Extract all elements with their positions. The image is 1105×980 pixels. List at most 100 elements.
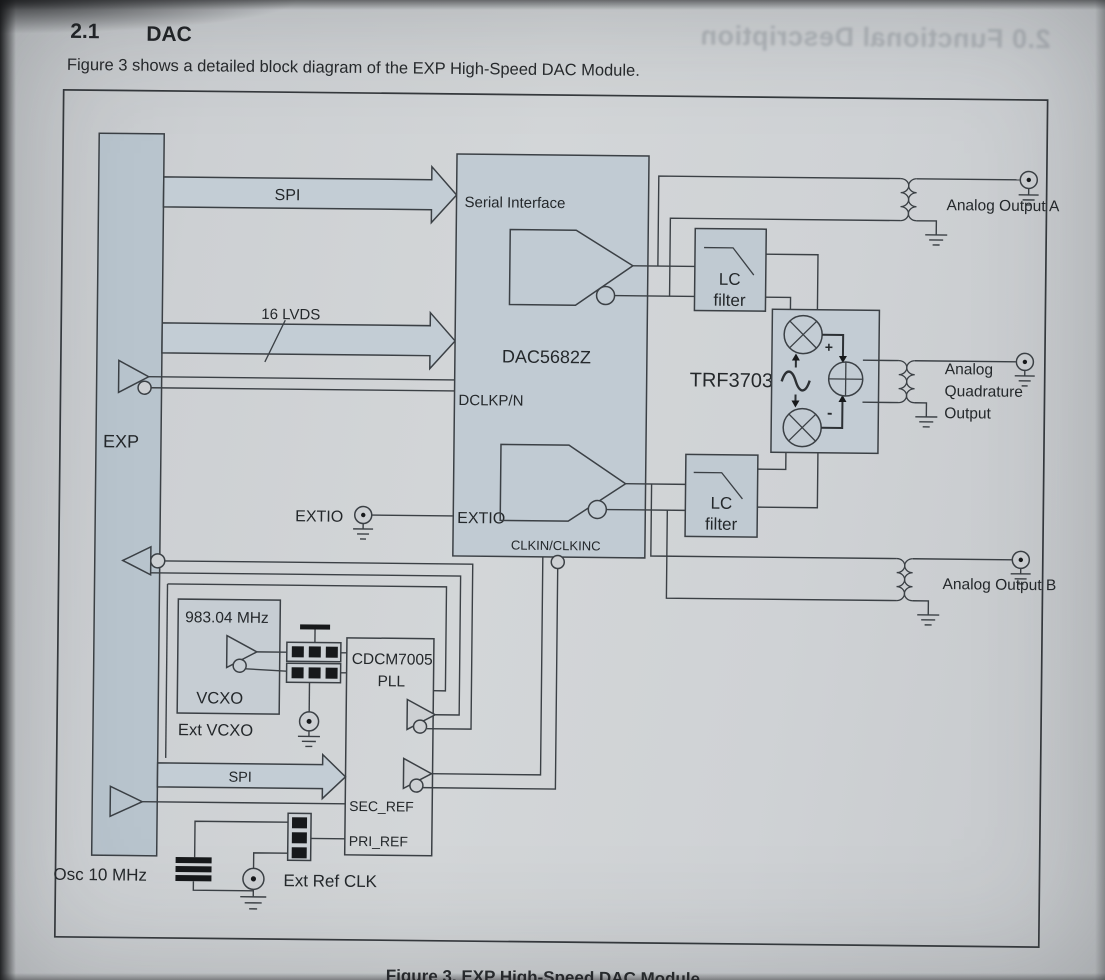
wire-pllbuf1-n-to-exp <box>164 560 474 730</box>
wire-dacA-p <box>632 265 695 268</box>
dclk-buffer-inverter-dot <box>137 380 152 395</box>
xfmrA-primary-coil <box>900 177 910 222</box>
clkin-label: CLKIN/CLKINC <box>511 538 601 554</box>
oscillator-icon-bar3 <box>175 875 212 882</box>
vcxo-block <box>176 598 282 715</box>
wire-osc-gnd <box>192 881 254 892</box>
pll-buffer1-inverter-dot <box>412 719 428 734</box>
analog-output-b-label: Analog Output B <box>942 576 1056 594</box>
jumper-shunt-icon <box>300 624 331 630</box>
ext-ref-clk-label: Ext Ref CLK <box>283 871 377 891</box>
summer-plus-arrowhead <box>838 355 847 364</box>
spi-pll-bus-arrow <box>156 752 347 801</box>
jumper-pin <box>308 646 321 658</box>
diagram-border <box>53 88 1049 948</box>
lvds-bus-label: 16 LVDS <box>261 306 320 324</box>
analog-output-a-connector-pin <box>1026 177 1031 183</box>
dac-channel-b-inverter-dot <box>587 499 608 520</box>
serial-interface-label: Serial Interface <box>464 194 565 212</box>
wire-lc1-to-mixerI-p <box>765 253 819 310</box>
wire-pllbuf2-n-to-clkin <box>422 568 559 790</box>
pri-ref-label: PRI_REF <box>349 833 408 850</box>
wire-jumper-to-ext-ref <box>252 852 288 869</box>
lo-arrowhead-down <box>791 400 800 408</box>
dclk-buffer-icon <box>117 359 151 394</box>
xfmrA-secondary-coil <box>907 178 917 222</box>
lc-filter-top-block <box>693 227 768 312</box>
spi-bus-label: SPI <box>275 187 301 204</box>
lc-filter-top-label-2: filter <box>713 291 746 310</box>
lowpass-response-icon-bottom <box>693 471 743 500</box>
summer-minus-arrowhead <box>838 395 847 403</box>
vcxo-buffer-inverter-dot <box>232 658 247 673</box>
wire-dacA-p-to-xfmrA <box>657 175 901 267</box>
ext-vcxo-connector-pin <box>306 718 312 724</box>
xfmrQ-primary-coil <box>898 359 908 404</box>
vcxo-label: VCXO <box>196 689 243 707</box>
sec-ref-label: SEC_REF <box>349 798 414 815</box>
wire-vcxo-enclosure-top <box>167 583 448 692</box>
wire-dacB-p <box>625 483 686 486</box>
quadrature-output-connector-pin <box>1022 359 1028 365</box>
wire-xfmrA-to-connA <box>916 178 1020 181</box>
wire-pllbuf2-p-to-clkin <box>431 556 544 776</box>
exp-clock-receiver-dot <box>150 553 166 569</box>
ext-ref-clk-connector-pin <box>250 876 257 882</box>
clkin-pin-dot <box>550 554 566 570</box>
trf3703-block <box>770 308 881 455</box>
wire-jumper-to-osc <box>193 820 289 858</box>
jumper-pin <box>291 817 308 829</box>
dclk-label: DCLKP/N <box>458 392 523 410</box>
pll-buffer2-inverter-dot <box>409 778 424 793</box>
xfmrB-sec-gnd-wire <box>912 600 930 615</box>
summer-plus-sign: + <box>825 339 833 355</box>
osc-label: Osc 10 MHz <box>53 865 147 885</box>
pll-label-1: CDCM7005 <box>352 651 433 669</box>
spi-pll-label: SPI <box>228 770 252 786</box>
wire-vcxo-enclosure-left <box>164 583 169 758</box>
wire-xfmrB-to-connB <box>912 558 1012 561</box>
extio-connector-pin <box>361 512 366 518</box>
lc-filter-bottom-block <box>684 453 759 538</box>
mixer-i-x2 <box>789 320 818 349</box>
jumper-pin <box>325 646 338 658</box>
quadrature-output-label-1: Analog <box>945 361 993 379</box>
wire-dacB-n-to-xfmrB <box>665 510 897 602</box>
lvds-bus-arrow <box>161 310 457 371</box>
xfmrB-primary-coil <box>896 557 906 602</box>
extio-internal-label: EXTIO <box>457 510 505 528</box>
xfmrQ-sec-gnd-wire <box>914 402 928 417</box>
trf3703-label: TRF3703 <box>690 369 774 392</box>
ext-vcxo-label: Ext VCXO <box>178 721 254 740</box>
wire-extio <box>371 514 454 517</box>
jumper-pin <box>325 667 338 679</box>
wire-dacB-n <box>606 508 686 512</box>
wire-pllbuf1-p-to-exp <box>150 572 462 716</box>
wire-lc2-to-mixerQ-n <box>757 452 819 509</box>
oscillator-icon-bar2 <box>175 866 212 873</box>
sec-ref-buffer-icon <box>109 785 145 818</box>
quadrature-output-label-2: Quadrature <box>944 383 1023 401</box>
jumper-pin <box>291 646 304 658</box>
jumper-pin <box>291 847 307 859</box>
wire-mixerQ-to-summer <box>821 400 844 430</box>
local-oscillator-icon <box>780 370 811 392</box>
bus-width-slash <box>264 319 286 363</box>
xfmrB-secondary-coil <box>903 558 913 602</box>
xfmrA-sec-gnd-wire <box>916 220 938 235</box>
dac5682z-label: DAC5682Z <box>502 346 591 367</box>
lc-filter-top-label-1: LC <box>719 270 741 289</box>
lowpass-response-icon-top <box>704 246 755 276</box>
mixer-q-x2 <box>788 413 817 442</box>
wire-dclk-p <box>148 376 455 381</box>
exp-label: EXP <box>103 431 139 451</box>
exp-block <box>90 132 165 857</box>
cdcm7005-pll-block <box>343 637 435 857</box>
dac-channel-a-inverter-dot <box>595 285 616 306</box>
wire-sec-ref <box>142 800 346 805</box>
wire-dacA-n <box>614 294 695 298</box>
summer-minus-sign: - <box>827 405 833 422</box>
